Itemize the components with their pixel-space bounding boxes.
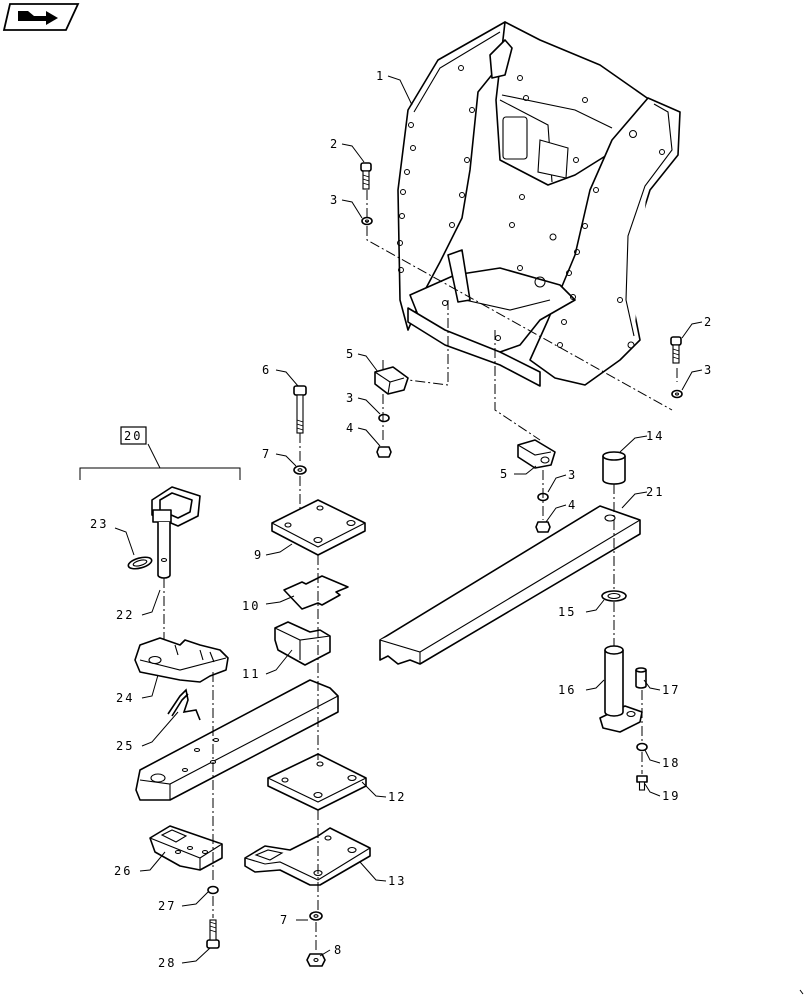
callout-16: 16 [558, 683, 576, 697]
callout-21: 21 [646, 485, 664, 499]
nut-8 [306, 953, 326, 967]
handle-pin-22 [151, 486, 201, 579]
callout-20-box [120, 426, 147, 445]
set-screw-17 [635, 667, 647, 689]
callout-2: 2 [704, 315, 713, 329]
callout-7: 7 [280, 913, 289, 927]
bushing-14 [602, 451, 626, 485]
callout-4: 4 [568, 498, 577, 512]
callout-13: 13 [388, 874, 406, 888]
callout-28: 28 [158, 956, 176, 970]
block-11 [274, 621, 331, 666]
hook-plate-13 [244, 827, 371, 886]
callout-27: 27 [158, 899, 176, 913]
washer-7-lower [309, 911, 323, 921]
drawbar [135, 679, 339, 801]
group-bracket-20 [79, 443, 241, 480]
callout-3: 3 [330, 193, 339, 207]
callout-labels: 1 2 3 2 3 5 3 4 6 7 9 10 11 5 3 4 14 21 … [90, 69, 713, 970]
callout-5: 5 [500, 467, 509, 481]
long-bar-21 [379, 505, 641, 665]
callout-22: 22 [116, 608, 134, 622]
washer-27 [207, 885, 219, 895]
wedge-block-left [374, 366, 409, 395]
callout-10: 10 [242, 599, 260, 613]
callout-18: 18 [662, 756, 680, 770]
callout-3: 3 [704, 363, 713, 377]
clevis-plate-26 [149, 825, 223, 871]
callout-2: 2 [330, 137, 339, 151]
bolt-upper-left [360, 162, 372, 190]
callout-7: 7 [262, 447, 271, 461]
callout-5: 5 [346, 347, 355, 361]
washer-nut-left [376, 413, 392, 458]
callout-24: 24 [116, 691, 134, 705]
callout-12: 12 [388, 790, 406, 804]
callout-23: 23 [90, 517, 108, 531]
callout-3: 3 [346, 391, 355, 405]
callout-26: 26 [114, 864, 132, 878]
leader-lines [114, 75, 703, 964]
washer-upper-right [671, 389, 683, 399]
pivot-pin-16 [599, 645, 643, 733]
wedge-block-right [517, 439, 556, 469]
washer-nut-right [535, 492, 551, 533]
callout-14: 14 [646, 429, 664, 443]
callout-19: 19 [662, 789, 680, 803]
washer-15 [601, 590, 627, 602]
shim-10 [283, 575, 349, 610]
washer-7-upper [293, 465, 307, 475]
plate-12 [267, 753, 367, 811]
bolt-28 [206, 919, 220, 949]
clip-ring-23 [127, 556, 153, 570]
callout-17: 17 [662, 683, 680, 697]
hitch-jaw-24 [134, 637, 229, 683]
callout-25: 25 [116, 739, 134, 753]
callout-11: 11 [242, 667, 260, 681]
plate-9 [271, 499, 366, 556]
washer-18 [636, 742, 648, 752]
callout-1: 1 [376, 69, 385, 83]
frame-mount [397, 21, 681, 387]
arrow-icon[interactable] [2, 3, 80, 31]
callout-15: 15 [558, 605, 576, 619]
callout-4: 4 [346, 421, 355, 435]
assembly-lines [163, 190, 678, 952]
screw-19 [636, 775, 648, 791]
callout-8: 8 [334, 943, 343, 957]
callout-20: 20 [124, 429, 142, 443]
corner-tick [799, 989, 804, 995]
callout-6: 6 [262, 363, 271, 377]
bolt-upper-right [670, 336, 682, 364]
spring-clip-25 [167, 688, 201, 721]
callout-9: 9 [254, 548, 263, 562]
callout-3: 3 [568, 468, 577, 482]
long-bolt [293, 385, 307, 434]
